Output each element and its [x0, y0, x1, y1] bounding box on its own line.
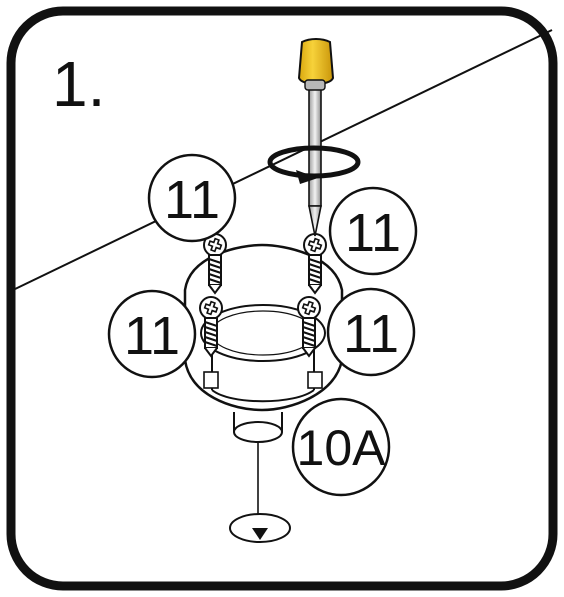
svg-text:10A: 10A	[297, 420, 387, 476]
svg-text:11: 11	[124, 306, 180, 366]
surface-edge-line	[12, 29, 553, 291]
callout-screw-top-left: 11	[147, 153, 237, 243]
rotate-counterclockwise-icon	[267, 145, 361, 184]
step-number: 1.	[52, 48, 105, 120]
svg-text:11: 11	[345, 203, 401, 263]
drill-hole-icon	[229, 513, 291, 543]
callout-screw-bottom-left: 11	[107, 289, 197, 379]
callout-screw-bottom-right: 11	[326, 287, 416, 377]
svg-text:11: 11	[343, 304, 399, 364]
svg-text:11: 11	[164, 170, 220, 230]
callout-base-part: 10A	[291, 397, 391, 497]
callout-screw-top-right: 11	[328, 186, 418, 276]
